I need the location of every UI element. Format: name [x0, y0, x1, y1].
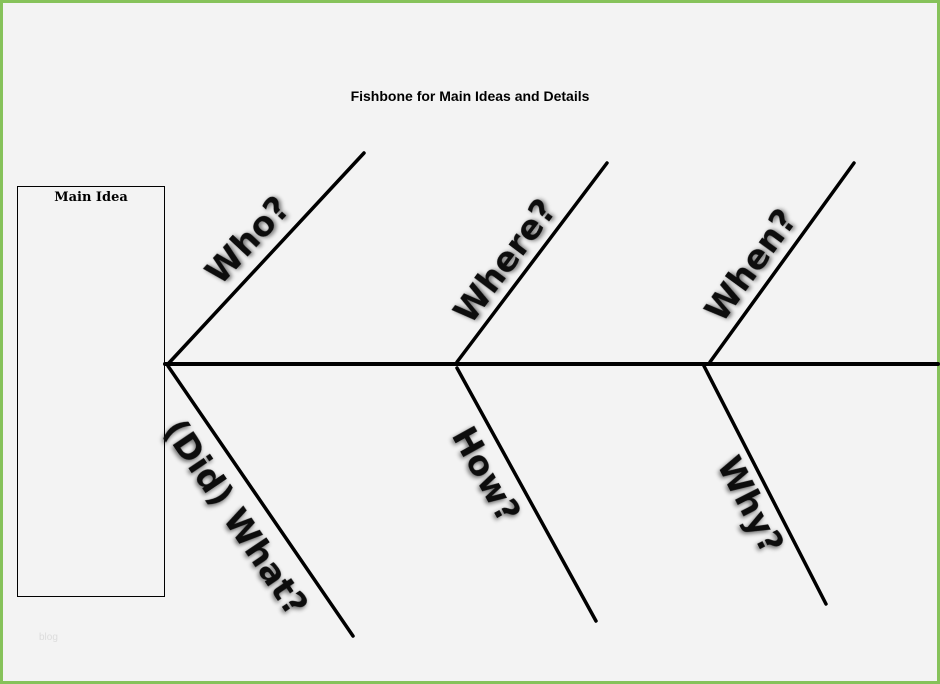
- bone-when: [708, 161, 856, 364]
- watermark: blog: [39, 632, 58, 643]
- label-when: When?: [697, 202, 805, 330]
- bone-who: [166, 151, 366, 366]
- label-where: Where?: [446, 192, 565, 331]
- bone-where: [455, 161, 609, 364]
- main-idea-label: Main Idea: [54, 190, 128, 205]
- diagram-title: Fishbone for Main Ideas and Details: [350, 88, 590, 104]
- bone-how: [455, 366, 598, 623]
- bone-what: [166, 364, 355, 638]
- main-idea-box: Main Idea: [17, 186, 165, 597]
- label-did-what: (Did) What?: [155, 412, 316, 623]
- label-why: Why?: [708, 450, 791, 560]
- bone-why: [702, 364, 828, 606]
